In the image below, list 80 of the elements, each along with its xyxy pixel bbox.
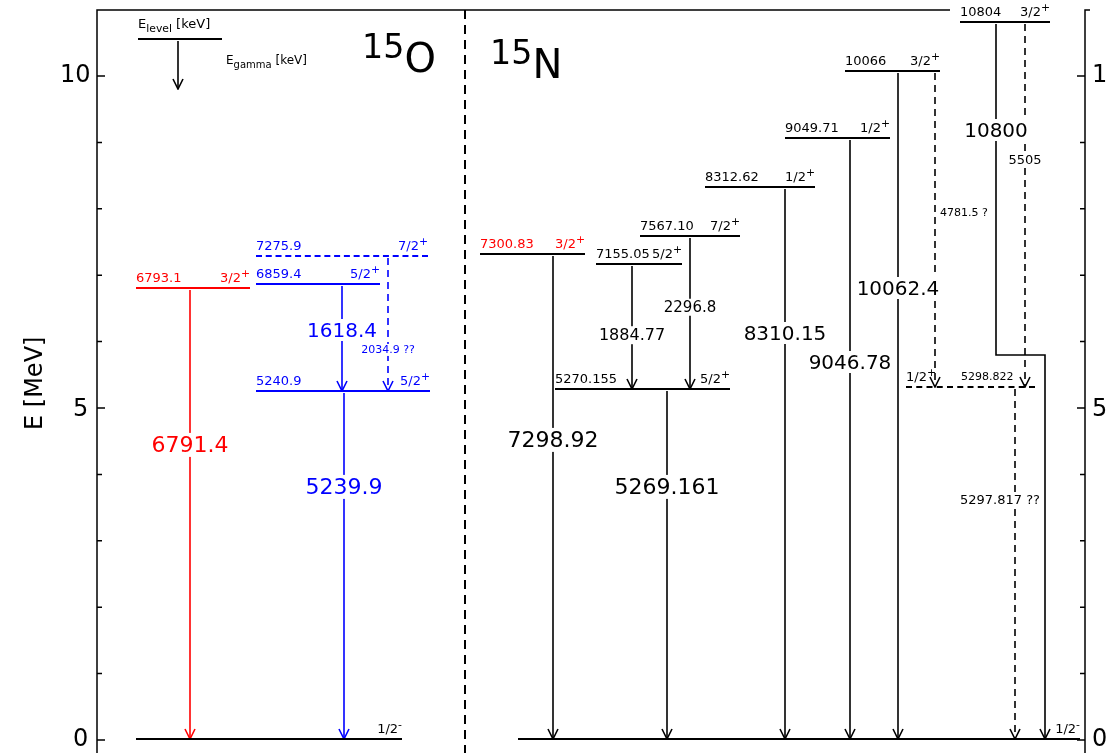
energy-label: 6859.4 [256,266,302,282]
edge-label: 2296.8 [663,298,717,316]
edge-label: 2034.9 ?? [361,343,415,357]
edge-label: 10062.4 [856,277,940,299]
energy-label: 7155.05 [596,246,650,262]
spin-label: 5/2$^{+}$ [350,261,380,282]
spin-label: 5/2$^{+}$ [652,241,682,262]
energy-level [256,265,380,285]
energy-label: 10066 [845,53,887,69]
tick-label: 5 [1092,396,1108,420]
energy-level [136,269,250,289]
gamma-arrow [172,40,184,90]
gamma-arrow [547,255,559,740]
gamma-arrow [844,139,856,740]
gamma-arrow [892,72,904,740]
spin-label: 1/2$^{+}$ [860,115,890,136]
edge-label: 5239.9 [305,474,383,500]
gamma-arrow [995,23,1051,740]
nucleus-title: $^{15}$O [362,30,436,79]
gamma-arrow [684,237,696,390]
edge-label: 10800 [964,119,1028,141]
energy-level [845,52,940,72]
spin-label: 3/2$^{+}$ [910,48,940,69]
gamma-arrow [779,188,791,740]
spin-label: 7/2$^{+}$ [710,213,740,234]
gamma-arrow [382,257,394,392]
energy-level [596,245,682,265]
energy-level [906,368,1035,388]
edge-label: 8310.15 [743,322,827,344]
energy-label: 5298.822 [961,369,1014,385]
energy-level [256,237,428,257]
energy-level [785,119,890,139]
edge-label: E$_{gamma}$ [keV] [226,54,307,70]
energy-level [256,372,430,392]
tick-label: 5 [73,396,89,420]
energy-label: 5270.155 [555,371,618,387]
spin-label: 1/2$^{+}$ [785,164,815,185]
energy-label: E$_{level}$ [keV] [138,16,211,37]
energy-level [705,168,815,188]
spin-label: 3/2$^{+}$ [555,231,585,252]
edge-label: 1884.77 [598,326,666,344]
energy-label: 10804 [960,4,1002,20]
energy-level [640,217,740,237]
spin-label: 3/2$^{+}$ [220,265,250,286]
tick-label: 10 [60,62,91,86]
spin-label: 3/2$^{+}$ [1020,0,1050,20]
edge-label: 7298.92 [507,427,599,453]
gamma-arrow [929,72,941,388]
energy-level [555,370,730,390]
edge-label: 9046.78 [808,351,892,373]
spin-label: 1/2$^{-}$ [377,716,402,737]
axis-title: E [MeV] [22,336,46,430]
edge-label: 5269.161 [614,474,720,500]
energy-label: 5240.9 [256,373,302,389]
energy-label: 7567.10 [640,218,694,234]
energy-level [960,3,1050,23]
edge-label: 1618.4 [307,319,377,341]
edge-label: 6791.4 [151,432,229,458]
gamma-arrow [1009,388,1021,740]
spin-label: 1/2$^{-}$ [1055,716,1080,737]
spin-label: 5/2$^{+}$ [700,366,730,387]
spin-label: 5/2$^{+}$ [400,368,430,389]
edge-label: 4781.5 ? [940,206,988,220]
gamma-arrow [661,390,673,740]
energy-label: 7300.83 [480,236,534,252]
spin-label: 7/2$^{+}$ [398,233,428,254]
tick-label: 1 [1092,62,1108,86]
energy-label: 7275.9 [256,238,302,254]
gamma-arrow [338,392,350,740]
nucleus-title: $^{15}$N [490,36,563,85]
gamma-arrow [1019,23,1031,388]
energy-level [138,20,222,40]
energy-label: 6793.1 [136,270,182,286]
energy-label: 9049.71 [785,120,839,136]
gamma-arrow [184,289,196,740]
energy-label: 8312.62 [705,169,759,185]
tick-label: 0 [1092,726,1108,750]
spin-label: 1/2$^{+}$ [906,364,936,385]
energy-level [480,235,585,255]
tick-label: 0 [73,726,89,750]
